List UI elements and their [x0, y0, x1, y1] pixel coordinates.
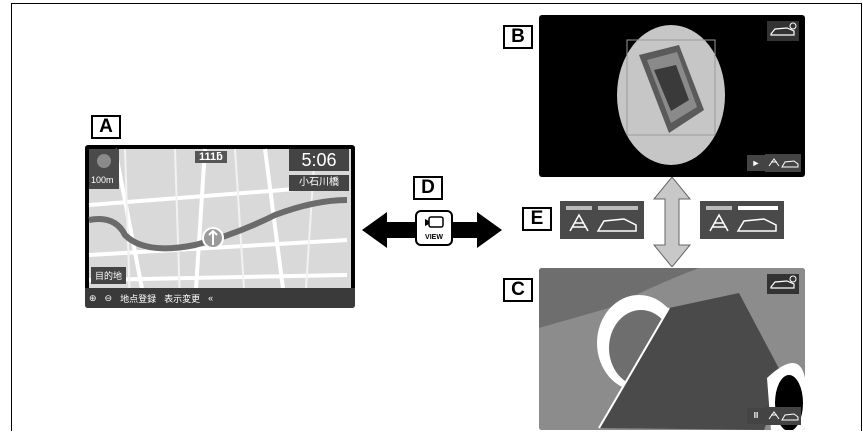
change-view-button[interactable]: 表示変更 — [164, 293, 201, 304]
label-d: D — [413, 176, 443, 200]
car-3d-graphic — [617, 25, 725, 165]
zoom-out-button[interactable]: ⊖ — [104, 292, 113, 303]
time-display: 5:06 — [289, 149, 349, 171]
scale-label: 100m — [91, 175, 114, 185]
destination-button[interactable]: 目的地 — [91, 267, 127, 284]
car-settings-icon-c[interactable] — [767, 274, 799, 294]
camera-mode-icon-right — [700, 201, 784, 239]
label-c: C — [503, 278, 533, 302]
play-button[interactable]: ► — [747, 155, 765, 171]
map-graphic — [88, 148, 351, 305]
register-point-button[interactable]: 地点登録 — [120, 293, 157, 304]
label-e: E — [522, 207, 552, 231]
camera-icon-left — [566, 206, 638, 232]
road-sign: 111ƃ — [195, 151, 227, 163]
place-label: 小石川橋 — [289, 175, 349, 191]
closeup-screen: II — [539, 268, 805, 430]
zoom-in-button[interactable]: ⊕ — [89, 292, 97, 303]
car-settings-icon[interactable] — [767, 21, 799, 41]
camera-view-icon-c[interactable] — [765, 407, 801, 425]
label-a: A — [91, 115, 121, 139]
label-b: B — [503, 25, 533, 49]
diagram-frame — [11, 3, 862, 431]
collapse-button[interactable]: « — [208, 293, 214, 303]
camera-icon — [425, 216, 444, 228]
vertical-double-arrow — [652, 177, 692, 267]
car-3d-screen: ► — [539, 15, 805, 177]
camera-icon-right — [706, 206, 778, 232]
map-screen: 100m 111ƃ 5:06 小石川橋 目的地 ⊕ ⊖ 地点登録 表示変更 « — [85, 145, 355, 308]
camera-view-icon[interactable] — [765, 154, 801, 172]
view-label: VIEW — [425, 234, 443, 241]
pause-button[interactable]: II — [747, 408, 765, 424]
map-toolbar: ⊕ ⊖ 地点登録 表示変更 « — [85, 288, 355, 308]
view-button[interactable]: VIEW — [415, 210, 453, 246]
closeup-graphic — [539, 268, 805, 430]
camera-mode-icon-left — [560, 201, 644, 239]
